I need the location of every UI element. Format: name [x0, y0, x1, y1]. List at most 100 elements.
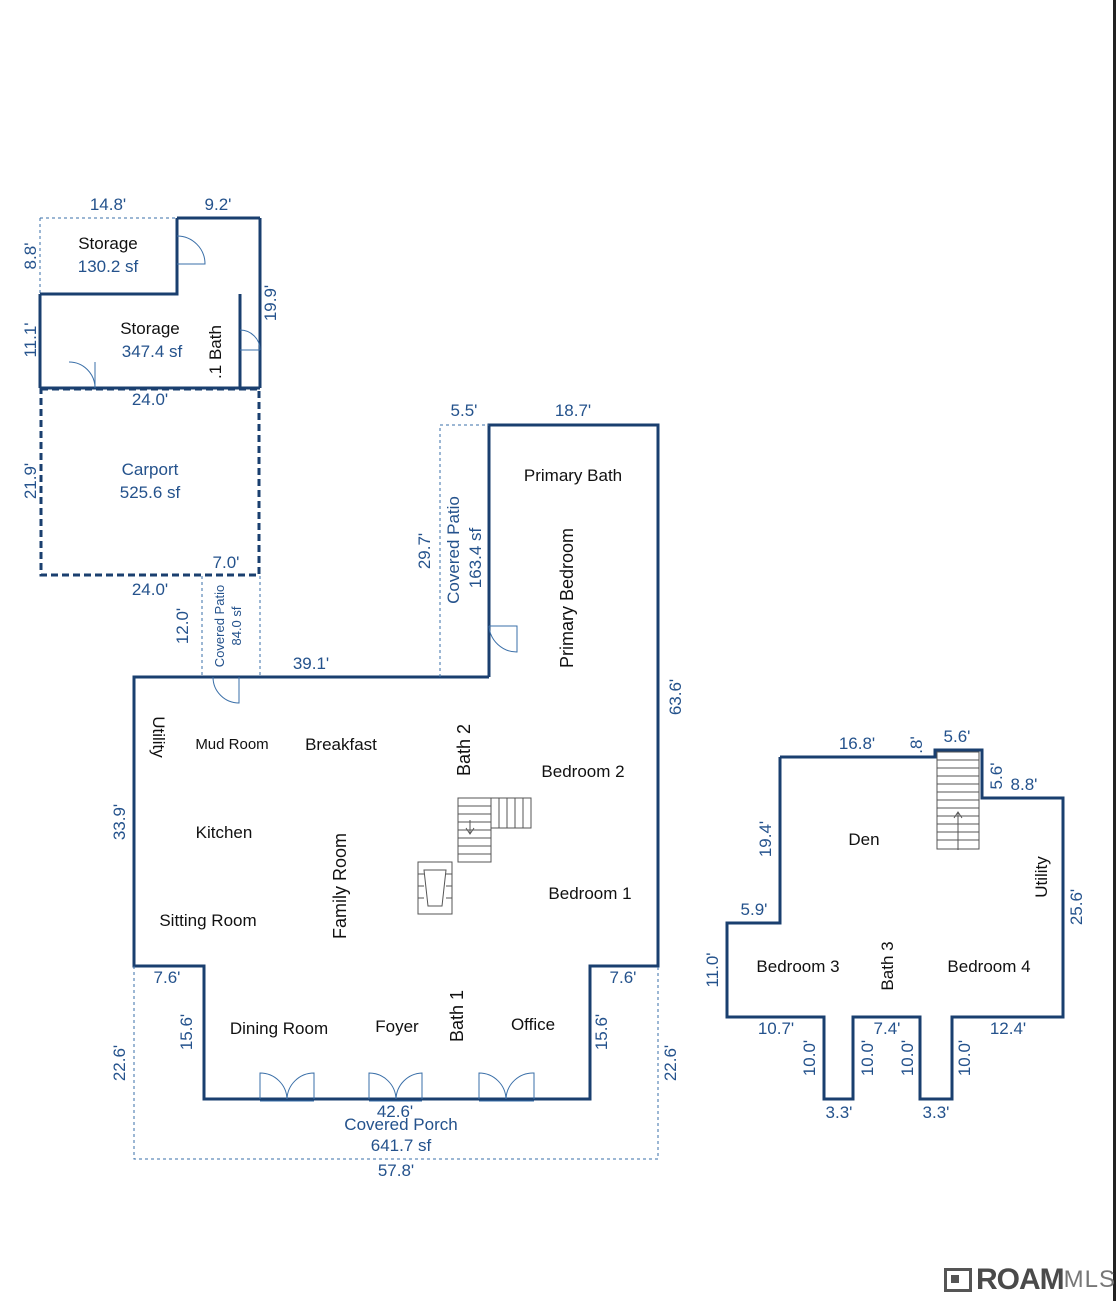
patio-large-name: Covered Patio: [444, 496, 463, 604]
covered-porch-area: 641.7 sf: [371, 1136, 432, 1155]
door-swing: [239, 329, 261, 351]
dimension-label: 19.4': [756, 821, 775, 857]
dimension-label: 5.9': [741, 900, 768, 919]
dimension-label: 24.0': [132, 580, 168, 599]
dimension-label: 25.6': [1067, 889, 1086, 925]
dimension-label: 10.0': [955, 1040, 974, 1076]
covered-porch-outline: [133, 966, 659, 1160]
door-swing: [176, 235, 206, 265]
dimension-label: 5.5': [451, 401, 478, 420]
dimension-label: 5.6': [944, 727, 971, 746]
dimension-label: 3.3': [923, 1103, 950, 1122]
dimension-label: 16.8': [839, 734, 875, 753]
upper-floor: [725, 748, 1065, 1101]
front-doors: [259, 1072, 535, 1102]
storage-small-area: 130.2 sf: [78, 257, 139, 276]
dimension-label: 10.0': [800, 1040, 819, 1076]
dimension-label: 22.6': [661, 1045, 680, 1081]
dimension-label: 8.8': [21, 243, 40, 270]
covered-porch-name: Covered Porch: [344, 1115, 457, 1134]
primary-bath-label: Primary Bath: [524, 466, 622, 485]
utility-label: Utility: [149, 716, 168, 758]
door-swing: [212, 676, 240, 704]
room-labels: Storage 130.2 sf Storage 347.4 sf .1 Bat…: [78, 234, 1051, 1155]
dimension-label: 8.8': [1011, 775, 1038, 794]
dimension-label: 10.0': [858, 1040, 877, 1076]
primary-bedroom-label: Primary Bedroom: [557, 528, 577, 668]
storage-large-area: 347.4 sf: [122, 342, 183, 361]
dimension-label: 15.6': [592, 1014, 611, 1050]
staircase-icon: [457, 797, 532, 863]
dimension-label: 22.6': [110, 1045, 129, 1081]
carport-name: Carport: [122, 460, 179, 479]
family-room-label: Family Room: [330, 833, 350, 939]
storage-small-name: Storage: [78, 234, 138, 253]
carport-outline: [39, 387, 261, 577]
page-edge: [1113, 0, 1116, 1301]
dimension-label: 21.9': [21, 463, 40, 499]
dimension-label: 57.8': [378, 1161, 414, 1180]
building-icon: [943, 1268, 972, 1292]
staircase-icon: [936, 751, 980, 850]
storage-large-name: Storage: [120, 319, 180, 338]
breakfast-label: Breakfast: [305, 735, 377, 754]
storage-small-partition: [40, 218, 179, 296]
carport-area: 525.6 sf: [120, 483, 181, 502]
upper-exterior-wall: [725, 748, 1065, 1101]
bath3-label: Bath 3: [878, 941, 897, 990]
sitting-room-label: Sitting Room: [159, 911, 256, 930]
dimension-label: 11.1': [21, 322, 40, 357]
half-bath-label: .1 Bath: [206, 325, 225, 379]
dimension-label: 39.1': [293, 654, 329, 673]
main-floor: [132, 423, 660, 1160]
kitchen-label: Kitchen: [196, 823, 253, 842]
dimension-label: 63.6': [666, 679, 685, 715]
dimension-label: 29.7': [415, 533, 434, 569]
bedroom1-label: Bedroom 1: [548, 884, 631, 903]
main-exterior-wall: [132, 423, 660, 1101]
utility-upper-label: Utility: [1032, 856, 1051, 898]
den-label: Den: [848, 830, 879, 849]
dimension-label: 14.8': [90, 195, 126, 214]
dimension-label: 7.4': [874, 1019, 901, 1038]
roam-mls-logo: ROAM MLS: [943, 1263, 1116, 1297]
covered-patio-outline: [439, 424, 489, 677]
door-swing: [488, 625, 518, 653]
dimension-label: 3.3': [826, 1103, 853, 1122]
detached-structure: [38, 216, 262, 677]
mud-room-label: Mud Room: [195, 736, 268, 753]
dimension-label: 7.6': [154, 968, 181, 987]
patio-small-area: 84.0 sf: [229, 606, 244, 645]
dimension-label: 42.6': [377, 1102, 413, 1121]
fireplace-icon: [417, 861, 453, 915]
dimension-label: 9.2': [205, 195, 232, 214]
dimension-label: 24.0': [132, 390, 168, 409]
office-label: Office: [511, 1015, 555, 1034]
dining-room-label: Dining Room: [230, 1019, 328, 1038]
logo-brand: ROAM: [975, 1263, 1065, 1296]
dimension-label: 7.6': [610, 968, 637, 987]
dimension-label: 19.9': [261, 285, 280, 321]
dimension-label: 15.6': [177, 1014, 196, 1050]
bedroom4-label: Bedroom 4: [947, 957, 1030, 976]
dimension-labels: 14.8' 9.2' 8.8' 11.1' 19.9' 24.0' 21.9' …: [21, 195, 1086, 1180]
bedroom2-label: Bedroom 2: [541, 762, 624, 781]
door-swing: [68, 361, 96, 389]
dimension-label: .8': [907, 736, 926, 753]
logo-suffix: MLS: [1063, 1266, 1116, 1293]
dimension-label: 10.7': [758, 1019, 794, 1038]
dimension-label: 5.6': [987, 763, 1006, 790]
dimension-label: 33.9': [110, 804, 129, 840]
patio-large-area: 163.4 sf: [466, 527, 485, 588]
dimension-label: 10.0': [898, 1040, 917, 1076]
patio-small-name: Covered Patio: [212, 585, 227, 667]
dimension-label: 12.4': [990, 1019, 1026, 1038]
foyer-label: Foyer: [375, 1017, 419, 1036]
bath2-label: Bath 2: [454, 724, 474, 776]
bedroom3-label: Bedroom 3: [756, 957, 839, 976]
dimension-label: 18.7': [555, 401, 591, 420]
dimension-label: 7.0': [213, 553, 240, 572]
dimension-label: 11.0': [703, 952, 722, 987]
bath1-label: Bath 1: [447, 990, 467, 1042]
